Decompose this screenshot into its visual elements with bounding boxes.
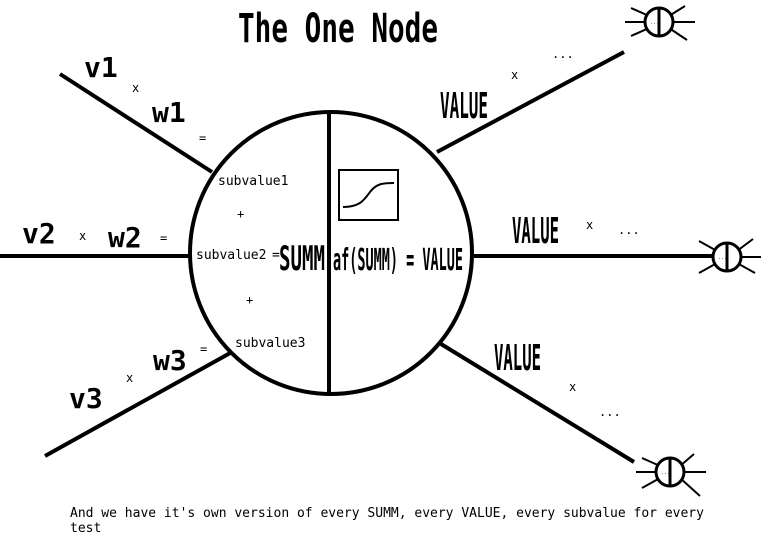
next-node-middle: ... bbox=[697, 238, 761, 274]
output-dots-3: ... bbox=[599, 405, 621, 419]
next-node-bottom: ... bbox=[636, 453, 706, 497]
input-x-op-1: x bbox=[132, 81, 139, 95]
input-x-op-3: x bbox=[126, 371, 133, 385]
output-value-1: VALUE bbox=[440, 86, 488, 127]
input-line-3 bbox=[44, 350, 233, 458]
summ-eq: = bbox=[272, 248, 280, 263]
activation-formula: af(SUMM) = VALUE bbox=[333, 243, 463, 278]
output-dots-1: ... bbox=[552, 47, 574, 61]
output-line-3 bbox=[439, 342, 636, 464]
input-v1: v1 bbox=[84, 51, 118, 84]
output-dots-2: ... bbox=[618, 223, 640, 237]
next-node-bottom-id: ... bbox=[661, 470, 670, 476]
plus-1: + bbox=[237, 207, 244, 221]
output-x-op-1: x bbox=[511, 68, 518, 82]
next-node-top-id: ... bbox=[650, 20, 659, 26]
subvalue-3: subvalue3 bbox=[235, 336, 305, 351]
next-node-middle-id: ... bbox=[718, 255, 727, 261]
input-v3: v3 bbox=[69, 382, 103, 415]
output-value-3: VALUE bbox=[494, 338, 541, 379]
input-w1: w1 bbox=[152, 96, 186, 129]
input-x-op-2: x bbox=[79, 229, 86, 243]
diagram-title: The One Node bbox=[238, 6, 438, 52]
subvalue-1: subvalue1 bbox=[218, 174, 288, 189]
input-eq-3: = bbox=[200, 342, 207, 356]
sigmoid-curve bbox=[342, 182, 395, 208]
summ-label: SUMM bbox=[279, 239, 325, 279]
subvalue-2: subvalue2 bbox=[196, 248, 266, 263]
input-w3: w3 bbox=[153, 344, 187, 377]
output-x-op-2: x bbox=[586, 218, 593, 232]
next-node-top: ... bbox=[625, 5, 695, 41]
input-v2: v2 bbox=[22, 217, 56, 250]
output-line-1 bbox=[436, 50, 625, 154]
input-eq-1: = bbox=[199, 131, 206, 145]
output-x-op-3: x bbox=[569, 380, 576, 394]
output-value-2: VALUE bbox=[512, 211, 559, 252]
input-eq-2: = bbox=[160, 231, 167, 245]
input-line-1 bbox=[58, 72, 214, 174]
input-w2: w2 bbox=[108, 221, 142, 254]
plus-2: + bbox=[246, 293, 253, 307]
caption: And we have it's own version of every SU… bbox=[70, 506, 704, 536]
